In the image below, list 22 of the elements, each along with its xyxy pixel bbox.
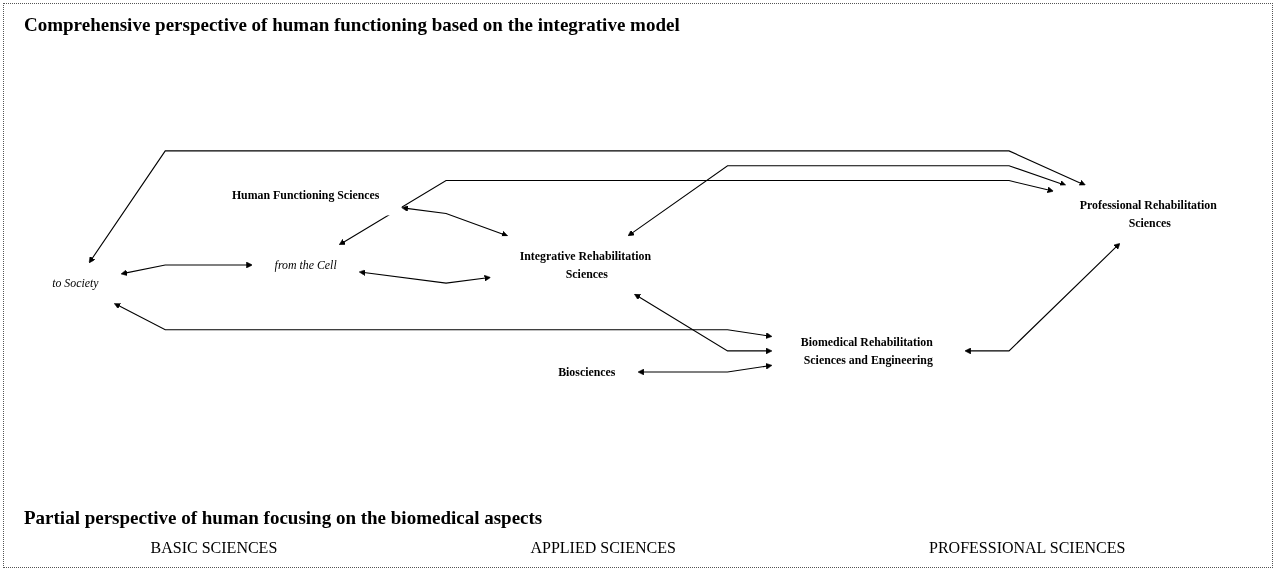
arrow <box>627 165 1067 237</box>
arrow <box>964 242 1121 355</box>
arrow <box>120 261 253 276</box>
column-label: BASIC SCIENCES <box>150 539 278 557</box>
node-text: to Society <box>52 276 99 290</box>
column-label: APPLIED SCIENCES <box>530 539 676 557</box>
node-text: Biomedical Rehabilitation Sciences and Engineering <box>800 335 933 366</box>
section-heading: Partial perspective of human focusing on the biomedical aspects <box>24 507 544 529</box>
arrow <box>88 150 1086 264</box>
arrow <box>358 269 491 284</box>
arrow <box>637 363 773 376</box>
arrow <box>401 205 509 238</box>
arrow <box>634 293 773 355</box>
node-text: Integrative Rehabilitation Sciences <box>519 249 651 280</box>
title: Comprehensive perspective of human functioning based on the integrative model <box>24 14 681 36</box>
node-text: Human Functioning Sciences <box>231 188 380 202</box>
column-label: PROFESSIONAL SCIENCES <box>929 539 1126 557</box>
arrow <box>338 180 1054 246</box>
arrow <box>113 303 773 339</box>
node-text: Professional Rehabilitation Sciences <box>1079 198 1217 230</box>
node-text: Biosciences <box>558 365 616 378</box>
node-text: from the Cell <box>274 258 337 271</box>
